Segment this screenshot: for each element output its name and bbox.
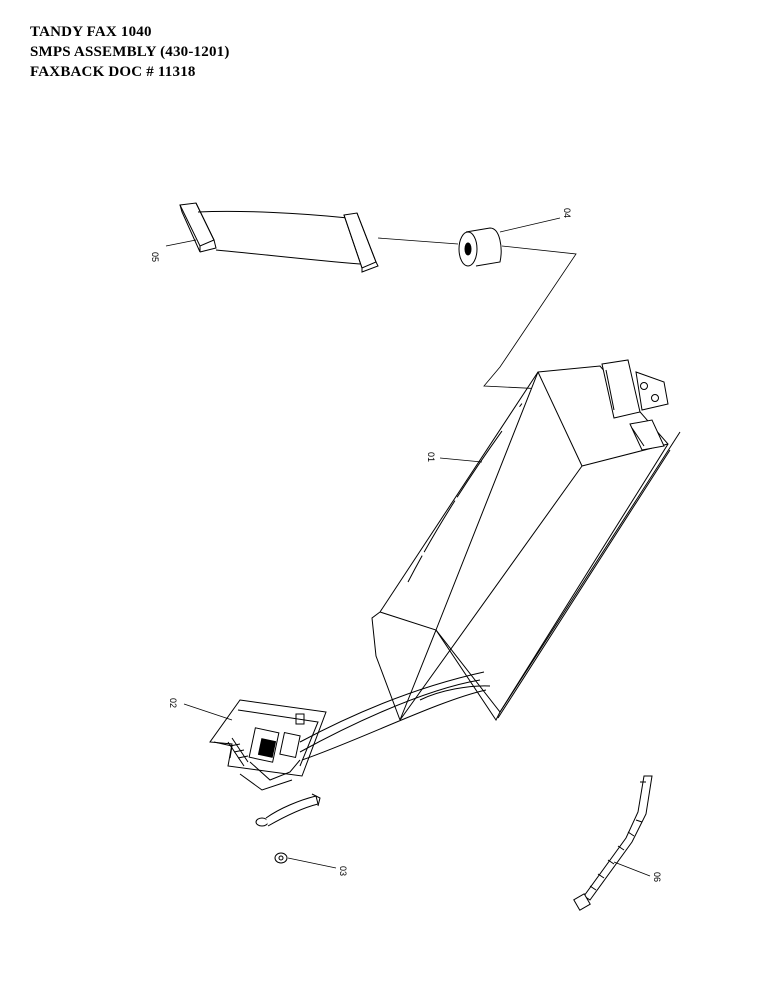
ribbon-cable — [179, 202, 379, 273]
part-labels: 05 04 01 02 03 06 — [150, 208, 662, 882]
header-assembly: SMPS ASSEMBLY (430-1201) — [30, 44, 230, 60]
routing-lines — [377, 237, 605, 393]
leader-lines — [165, 217, 651, 877]
part-label-01: 01 — [426, 452, 436, 462]
document-header: TANDY FAX 1040 SMPS ASSEMBLY (430-1201) … — [30, 22, 230, 82]
smps-box — [371, 359, 681, 721]
part-label-03: 03 — [338, 866, 348, 876]
ferrite-core — [458, 227, 502, 267]
header-title: TANDY FAX 1040 — [30, 24, 152, 40]
cable-tie — [573, 775, 653, 911]
power-input-board — [209, 671, 491, 791]
header-doc-number: FAXBACK DOC # 11318 — [30, 64, 196, 80]
ground-screw — [227, 737, 321, 864]
part-label-02: 02 — [168, 698, 178, 708]
part-label-05: 05 — [150, 252, 160, 262]
part-label-06: 06 — [652, 872, 662, 882]
part-label-04: 04 — [562, 208, 572, 218]
